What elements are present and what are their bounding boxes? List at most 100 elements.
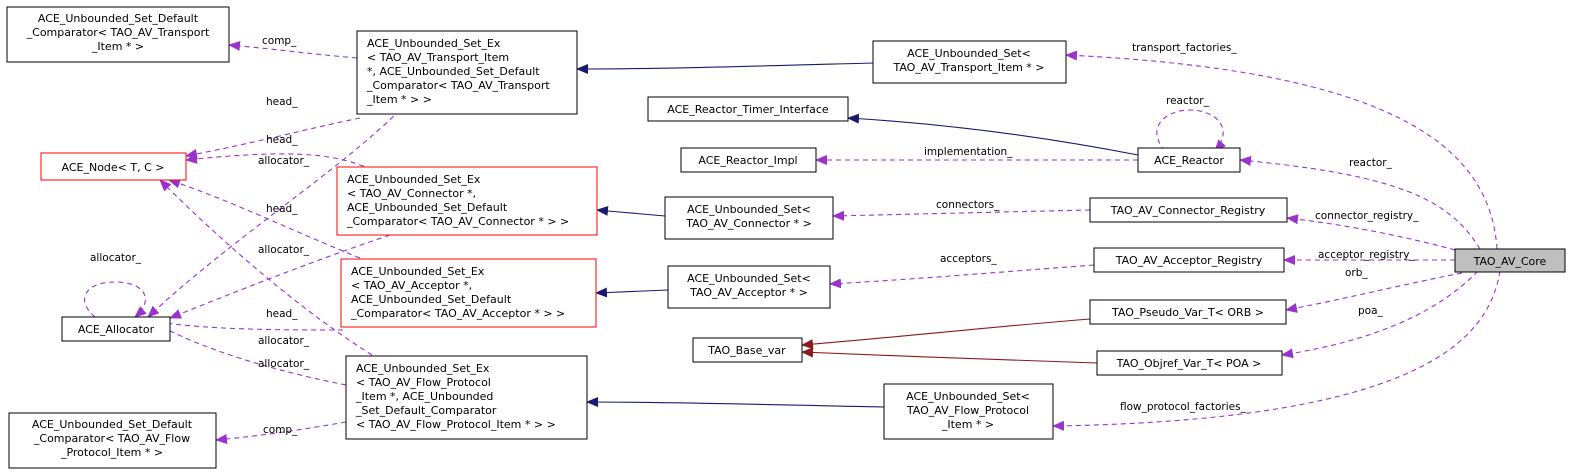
node-line: *, ACE_Unbounded_Set_Default	[367, 65, 540, 78]
node-line: TAO_AV_Connector * >	[685, 217, 812, 230]
label-poa: poa_	[1358, 305, 1384, 317]
edge-use-comp-bottom	[215, 421, 347, 444]
node-line: TAO_AV_Transport_Item * >	[892, 61, 1044, 74]
node-reactor[interactable]: ACE_Reactor	[1137, 147, 1241, 173]
node-line: ACE_Unbounded_Set_Ex	[356, 362, 490, 375]
node-line: ACE_Reactor_Impl	[698, 154, 797, 167]
edge-inherit-reactor-timer	[847, 113, 1139, 156]
node-line: ACE_Unbounded_Set<	[687, 272, 811, 285]
node-line: _Set_Default_Comparator	[355, 404, 497, 417]
node-line: < TAO_AV_Acceptor *,	[351, 279, 472, 292]
node-unbounded-set-connector[interactable]: ACE_Unbounded_Set< TAO_AV_Connector * >	[664, 196, 834, 240]
node-line: TAO_AV_Flow_Protocol	[906, 404, 1029, 417]
edge-use-allocator-1	[147, 109, 401, 318]
node-objref-var-poa[interactable]: TAO_Objref_Var_T< POA >	[1096, 350, 1283, 376]
node-unbounded-set-transport[interactable]: ACE_Unbounded_Set< TAO_AV_Transport_Item…	[872, 40, 1067, 84]
node-unbounded-set-ex-flow[interactable]: ACE_Unbounded_Set_Ex < TAO_AV_Flow_Proto…	[345, 355, 588, 440]
label-head-1: head_	[266, 96, 298, 108]
label-flow-factories: flow_protocol_factories_	[1120, 401, 1247, 413]
node-line: < TAO_AV_Connector *,	[347, 187, 476, 200]
node-line: ACE_Unbounded_Set_Default	[351, 293, 512, 306]
node-line: _Comparator< TAO_AV_Acceptor * > >	[350, 307, 565, 320]
label-implementation: implementation_	[924, 146, 1013, 158]
node-line: _Item * >	[91, 40, 144, 53]
edge-use-reactor-self	[1156, 109, 1226, 152]
edge-use-head-4	[159, 179, 373, 356]
node-unbounded-set-ex-connector[interactable]: ACE_Unbounded_Set_Ex < TAO_AV_Connector …	[336, 166, 598, 236]
node-default-comparator-flow[interactable]: ACE_Unbounded_Set_Default _Comparator< T…	[8, 412, 217, 469]
node-line: ACE_Unbounded_Set<	[687, 203, 811, 216]
node-line: _Comparator< TAO_AV_Connector * > >	[346, 215, 569, 228]
edge-use-poa	[1281, 270, 1479, 359]
node-line: ACE_Unbounded_Set_Default	[38, 12, 199, 25]
node-line: ACE_Unbounded_Set_Ex	[351, 265, 485, 278]
edge-inherit-flow-set	[586, 397, 885, 408]
label-allocator-1: allocator_	[258, 155, 310, 167]
label-allocator-4: allocator_	[258, 358, 310, 370]
edge-use-orb	[1285, 272, 1463, 313]
edge-inherit-objref-var	[801, 347, 1098, 364]
edge-use-allocator-2	[169, 234, 391, 319]
node-line: ACE_Unbounded_Set_Default	[32, 418, 193, 431]
node-connector-registry[interactable]: TAO_AV_Connector_Registry	[1089, 197, 1288, 223]
edge-use-comp-top	[228, 40, 358, 59]
label-comp-top: comp_	[262, 35, 297, 47]
node-default-comparator-transport[interactable]: ACE_Unbounded_Set_Default _Comparator< T…	[6, 6, 230, 63]
node-line: TAO_AV_Connector_Registry	[1110, 204, 1266, 217]
edge-use-allocator-4	[149, 319, 347, 386]
node-line: < TAO_AV_Transport_Item	[367, 51, 509, 64]
label-connectors: connectors_	[936, 199, 1000, 211]
node-line: < TAO_AV_Flow_Protocol_Item * > >	[356, 418, 556, 431]
node-line: ACE_Unbounded_Set_Ex	[367, 37, 501, 50]
label-transport-factories: transport_factories_	[1132, 42, 1237, 54]
edge-use-allocator-self	[84, 281, 147, 318]
node-line: ACE_Allocator	[78, 323, 155, 336]
node-line: TAO_AV_Acceptor * >	[689, 286, 808, 299]
node-line: ACE_Reactor_Timer_Interface	[667, 103, 829, 116]
edge-use-transport-factories	[1065, 50, 1498, 250]
node-acceptor-registry[interactable]: TAO_AV_Acceptor_Registry	[1093, 247, 1285, 273]
node-ace-allocator[interactable]: ACE_Allocator	[61, 316, 171, 342]
node-tao-av-core[interactable]: TAO_AV_Core	[1454, 248, 1566, 273]
label-reactor-core: reactor_	[1349, 157, 1393, 169]
node-tao-base-var[interactable]: TAO_Base_var	[692, 337, 803, 363]
label-allocator-3: allocator_	[258, 335, 310, 347]
label-comp-bottom: comp_	[263, 424, 298, 436]
node-line: ACE_Unbounded_Set<	[907, 47, 1031, 60]
label-head-3: head_	[266, 203, 298, 215]
node-reactor-impl[interactable]: ACE_Reactor_Impl	[680, 147, 817, 173]
node-unbounded-set-acceptor[interactable]: ACE_Unbounded_Set< TAO_AV_Acceptor * >	[667, 265, 831, 309]
node-line: TAO_Objref_Var_T< POA >	[1116, 357, 1262, 370]
edge-use-reactor-core	[1239, 156, 1481, 250]
label-orb: orb_	[1345, 267, 1368, 279]
node-line: ACE_Reactor	[1154, 154, 1224, 167]
node-ace-node[interactable]: ACE_Node< T, C >	[40, 152, 187, 181]
label-allocator-2: allocator_	[258, 244, 310, 256]
label-head-4: head_	[266, 308, 298, 320]
edge-use-flow-factories	[1052, 270, 1501, 431]
edge-inherit-pseudo-var	[801, 318, 1091, 350]
node-line: TAO_Base_var	[707, 344, 786, 357]
node-line: ACE_Node< T, C >	[62, 161, 165, 174]
node-unbounded-set-ex-acceptor[interactable]: ACE_Unbounded_Set_Ex < TAO_AV_Acceptor *…	[340, 258, 597, 328]
node-line: _Item *, ACE_Unbounded	[355, 390, 493, 403]
node-line: ACE_Unbounded_Set<	[906, 390, 1030, 403]
edge-use-connectors	[832, 209, 1091, 221]
edge-use-head-2	[185, 153, 373, 171]
label-connector-registry: connector_registry_	[1315, 210, 1419, 222]
node-unbounded-set-flow[interactable]: ACE_Unbounded_Set< TAO_AV_Flow_Protocol …	[883, 383, 1054, 440]
node-line: _Item * > >	[366, 93, 432, 106]
label-acceptor-registry: acceptor_registry_	[1318, 249, 1415, 261]
node-line: _Comparator< TAO_AV_Transport	[366, 79, 550, 92]
label-allocator-self: allocator_	[90, 252, 142, 264]
label-acceptors: acceptors_	[940, 253, 997, 265]
node-line: ACE_Unbounded_Set_Default	[347, 201, 508, 214]
node-unbounded-set-ex-transport[interactable]: ACE_Unbounded_Set_Ex < TAO_AV_Transport_…	[356, 30, 578, 115]
edge-use-allocator-3	[145, 317, 344, 331]
node-pseudo-var-orb[interactable]: TAO_Pseudo_Var_T< ORB >	[1089, 299, 1287, 325]
node-line: TAO_AV_Acceptor_Registry	[1115, 254, 1263, 267]
node-line: TAO_AV_Core	[1473, 255, 1547, 268]
node-reactor-timer-interface[interactable]: ACE_Reactor_Timer_Interface	[647, 96, 849, 122]
node-line: TAO_Pseudo_Var_T< ORB >	[1111, 306, 1264, 319]
